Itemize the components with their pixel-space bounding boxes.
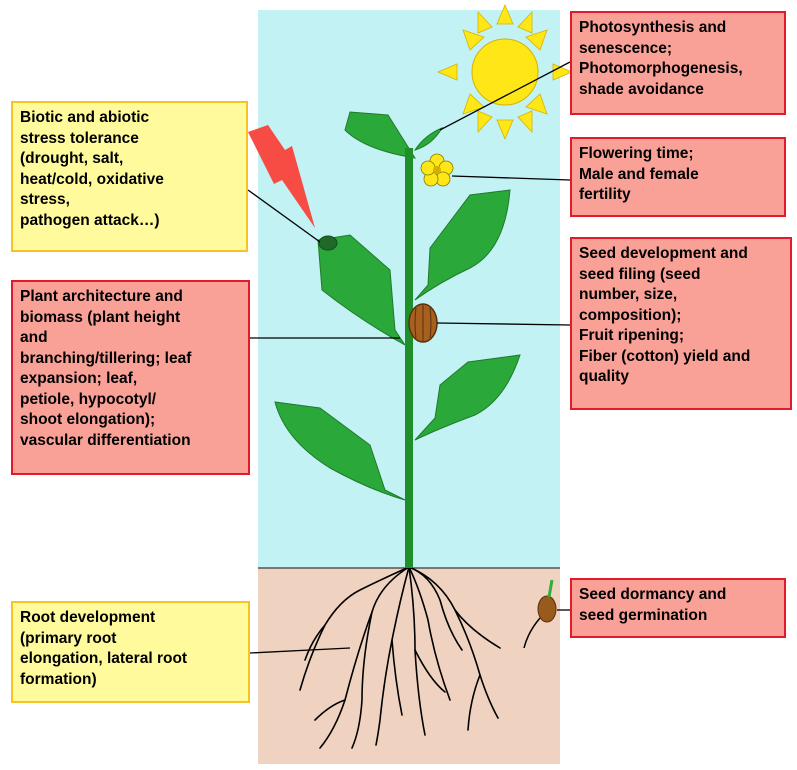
seed-dormancy-label: Seed dormancy and seed germination — [570, 578, 786, 638]
lesion-spot — [319, 236, 337, 250]
stem — [405, 148, 413, 568]
flowering-label: Flowering time; Male and female fertilit… — [570, 137, 786, 217]
soil-background — [258, 568, 560, 764]
photosynthesis-label: Photosynthesis and senescence; Photomorp… — [570, 11, 786, 115]
plant-architecture-label: Plant architecture and biomass (plant he… — [11, 280, 250, 475]
biotic-stress-label: Biotic and abiotic stress tolerance (dro… — [11, 101, 248, 252]
fruit-pod-icon — [409, 304, 437, 342]
seed-development-label: Seed development and seed filing (seed n… — [570, 237, 792, 410]
root-development-label: Root development (primary root elongatio… — [11, 601, 250, 703]
